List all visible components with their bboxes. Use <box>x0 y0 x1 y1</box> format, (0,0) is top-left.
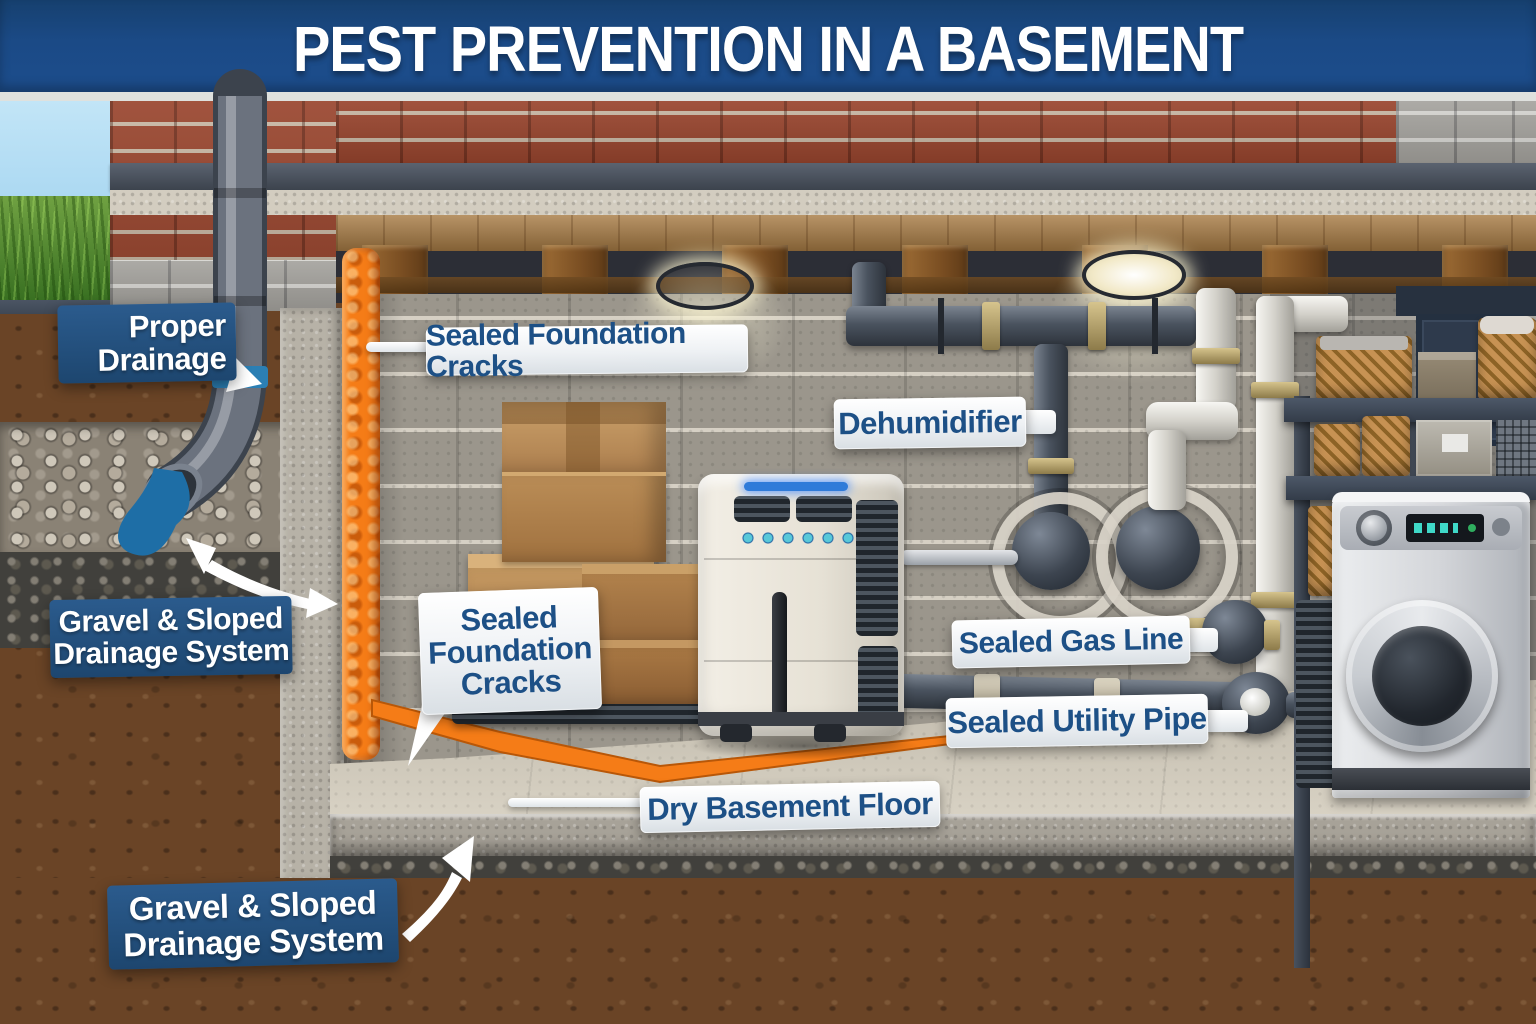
recessed-light <box>1082 250 1186 300</box>
wicker-basket <box>1362 416 1410 476</box>
cardboard-box <box>502 466 666 562</box>
box-tape <box>566 402 600 472</box>
dehumidifier-handle <box>772 592 787 718</box>
sill-flashing-band <box>110 163 1536 190</box>
fabric-storage-box <box>1416 420 1492 476</box>
label-line: Gravel & Sloped <box>58 601 284 639</box>
dehumidifier-side-vent <box>858 646 898 720</box>
display-digits <box>1414 523 1458 533</box>
wicker-basket <box>1316 336 1412 400</box>
label-sealed-gas-line: Sealed Gas Line <box>951 615 1191 669</box>
dehumidifier-foot <box>814 724 846 742</box>
basket-cloth <box>1480 316 1534 334</box>
label-line: Sealed Foundation Cracks <box>425 316 686 384</box>
label-connector-line <box>366 342 430 352</box>
gas-seal-nut <box>1264 620 1280 650</box>
gas-pipe-coupling <box>982 302 1000 350</box>
label-sealed-utility-pipe: Sealed Utility Pipe <box>945 693 1209 749</box>
label-line: Sealed Utility Pipe <box>947 700 1207 741</box>
page-title: PEST PREVENTION IN A BASEMENT <box>292 12 1244 84</box>
dehumidifier-seam <box>704 660 884 662</box>
floor-joist <box>1262 245 1328 303</box>
washer-base-band <box>1332 768 1530 790</box>
sealant-bead-vertical <box>342 248 380 760</box>
label-line: Dry Basement Floor <box>646 785 934 827</box>
house-stone-band <box>1396 101 1536 165</box>
dehumidifier-led-strip <box>744 482 848 491</box>
sealed-pipe-ball-fitting <box>1012 512 1090 590</box>
gas-pipe-coupling <box>1088 302 1106 350</box>
banner-bottom-trim <box>0 92 1536 101</box>
label-dry-basement-floor: Dry Basement Floor <box>639 780 941 834</box>
wicker-basket-tall <box>1478 316 1536 400</box>
label-line: Cracks <box>460 663 562 702</box>
cardboard-box <box>502 402 666 472</box>
gas-pipe-union <box>1028 458 1074 474</box>
label-sealed-foundation-cracks-top: Sealed Foundation Cracks <box>426 317 749 384</box>
condensate-pipe <box>900 550 1018 565</box>
gravel-under-slab <box>330 856 1536 882</box>
floor-joist <box>902 245 968 303</box>
recessed-light <box>656 262 754 310</box>
label-connector-line <box>508 798 648 807</box>
label-line: Drainage System <box>122 919 385 964</box>
dehumidifier-top-vent <box>796 496 852 522</box>
washer-door <box>1346 600 1498 752</box>
pipe-strap <box>1152 298 1158 354</box>
label-proper-drainage: Proper Drainage <box>57 302 237 384</box>
pipe-strap <box>938 298 944 354</box>
washer-button <box>1492 518 1510 536</box>
pvc-pipe-drop <box>1148 430 1186 510</box>
basket-liner <box>1320 336 1408 350</box>
floor-joist <box>542 245 608 303</box>
washing-machine <box>1332 492 1530 798</box>
label-line: Proper <box>128 307 226 344</box>
sealed-pipe-ball-fitting <box>1116 506 1200 590</box>
dehumidifier-buttons <box>738 532 858 544</box>
washer-knob <box>1356 510 1392 546</box>
sill-concrete-band <box>110 190 1536 215</box>
pvc-coupling <box>1251 382 1299 398</box>
ceiling-joist-zone <box>336 215 1536 303</box>
dehumidifier-unit <box>698 474 904 742</box>
storage-box <box>1418 352 1476 400</box>
washer-control-panel <box>1340 506 1522 550</box>
dehumidifier-foot <box>720 724 752 742</box>
gas-pipe-horizontal <box>846 306 1196 346</box>
pvc-coupling <box>1251 592 1299 608</box>
rim-beam <box>336 277 1536 293</box>
label-line: Sealed Gas Line <box>958 623 1184 661</box>
washer-display <box>1406 514 1484 542</box>
dehumidifier-seam <box>704 558 884 560</box>
label-line: Drainage System <box>53 633 290 672</box>
wicker-basket <box>1314 424 1360 476</box>
washer-door-glass <box>1372 626 1472 726</box>
house-brick-band <box>336 101 1396 165</box>
display-dot <box>1468 524 1476 532</box>
label-gravel-sloped-drainage-lower: Gravel & Sloped Drainage System <box>106 878 400 970</box>
washer-top-lip <box>1332 492 1530 502</box>
label-gravel-sloped-drainage-upper: Gravel & Sloped Drainage System <box>49 595 293 679</box>
label-sealed-foundation-cracks-corner: Sealed Foundation Cracks <box>417 586 603 716</box>
dehumidifier-top-vent <box>734 496 790 522</box>
grass <box>0 196 120 308</box>
wire-basket <box>1496 420 1536 476</box>
basement-door-header <box>1396 286 1536 316</box>
shelf-board <box>1284 398 1536 422</box>
box-label-card <box>1442 434 1468 452</box>
pvc-coupling <box>1192 348 1240 364</box>
label-line: Drainage <box>97 340 227 378</box>
label-line: Dehumidifier <box>838 403 1022 442</box>
storage-crate <box>1296 600 1338 788</box>
dehumidifier-side-vent <box>856 500 898 636</box>
label-connector-stub <box>1200 710 1248 732</box>
label-dehumidifier: Dehumidifier <box>833 396 1027 450</box>
